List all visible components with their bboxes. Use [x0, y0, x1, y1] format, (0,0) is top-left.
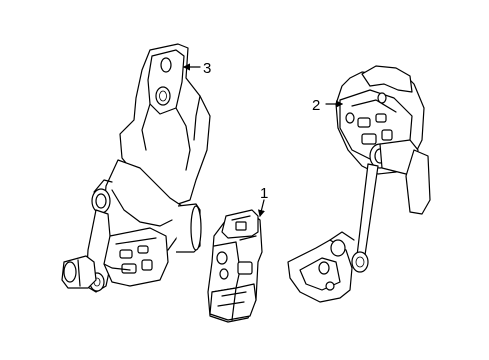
callout-3: 3: [182, 60, 211, 77]
callout-3-label: 3: [203, 60, 211, 77]
callout-1-label: 1: [260, 185, 268, 202]
callout-2: 2: [312, 97, 344, 114]
callout-2-label: 2: [312, 97, 320, 114]
part-1-sensor-module: [207, 209, 263, 323]
part-3-bracket-sensor: [61, 43, 211, 293]
callout-1: 1: [257, 185, 268, 218]
part-2-height-sensor: [287, 65, 431, 303]
